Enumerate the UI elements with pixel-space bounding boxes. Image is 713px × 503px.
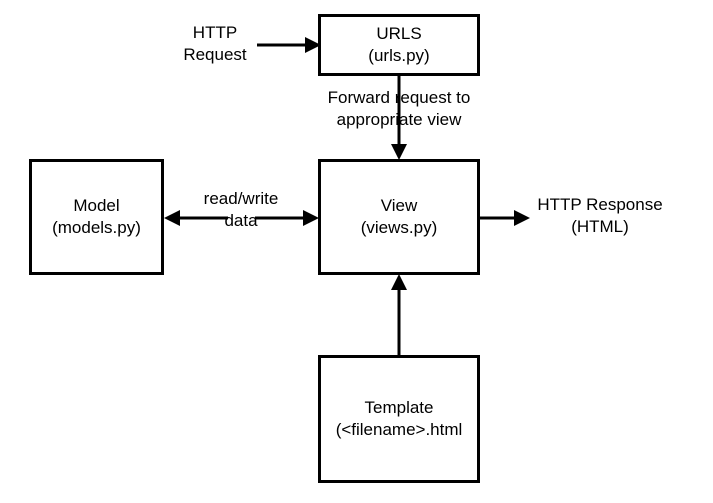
- node-model-subtitle: (models.py): [52, 218, 141, 237]
- label-http-response-line1: HTTP Response: [537, 195, 663, 214]
- label-forward-request-line2: appropriate view: [336, 110, 462, 129]
- label-read-write-data-line1: read/write: [203, 189, 279, 208]
- label-http-request-line2: Request: [183, 45, 247, 64]
- node-model-title: Model: [73, 196, 120, 215]
- node-view[interactable]: View (views.py): [318, 159, 480, 275]
- label-forward-request: Forward request to appropriate view: [299, 87, 499, 131]
- node-urls[interactable]: URLS (urls.py): [318, 14, 480, 76]
- label-http-response: HTTP Response (HTML): [510, 194, 690, 238]
- node-template-subtitle: (<filename>.html: [335, 420, 463, 439]
- label-http-request: HTTP Request: [160, 22, 270, 66]
- node-urls-title: URLS: [376, 24, 422, 43]
- label-forward-request-line1: Forward request to: [327, 88, 471, 107]
- node-template[interactable]: Template (<filename>.html: [318, 355, 480, 483]
- node-view-subtitle: (views.py): [360, 218, 438, 237]
- edge-model-to-view: [255, 210, 319, 226]
- edge-view-to-model: [164, 210, 228, 226]
- edge-template-to-view: [391, 274, 407, 358]
- label-read-write-data: read/write data: [186, 188, 296, 232]
- label-http-request-line1: HTTP: [192, 23, 238, 42]
- node-model[interactable]: Model (models.py): [29, 159, 164, 275]
- edge-urls-to-view: [391, 76, 407, 160]
- label-http-response-line2: (HTML): [571, 217, 629, 236]
- label-read-write-data-line2: data: [224, 211, 258, 230]
- edge-view-to-http-response: [478, 210, 530, 226]
- node-urls-subtitle: (urls.py): [368, 46, 430, 65]
- node-template-title: Template: [364, 398, 434, 417]
- node-view-title: View: [380, 196, 418, 215]
- edge-http-request-to-urls: [257, 37, 321, 53]
